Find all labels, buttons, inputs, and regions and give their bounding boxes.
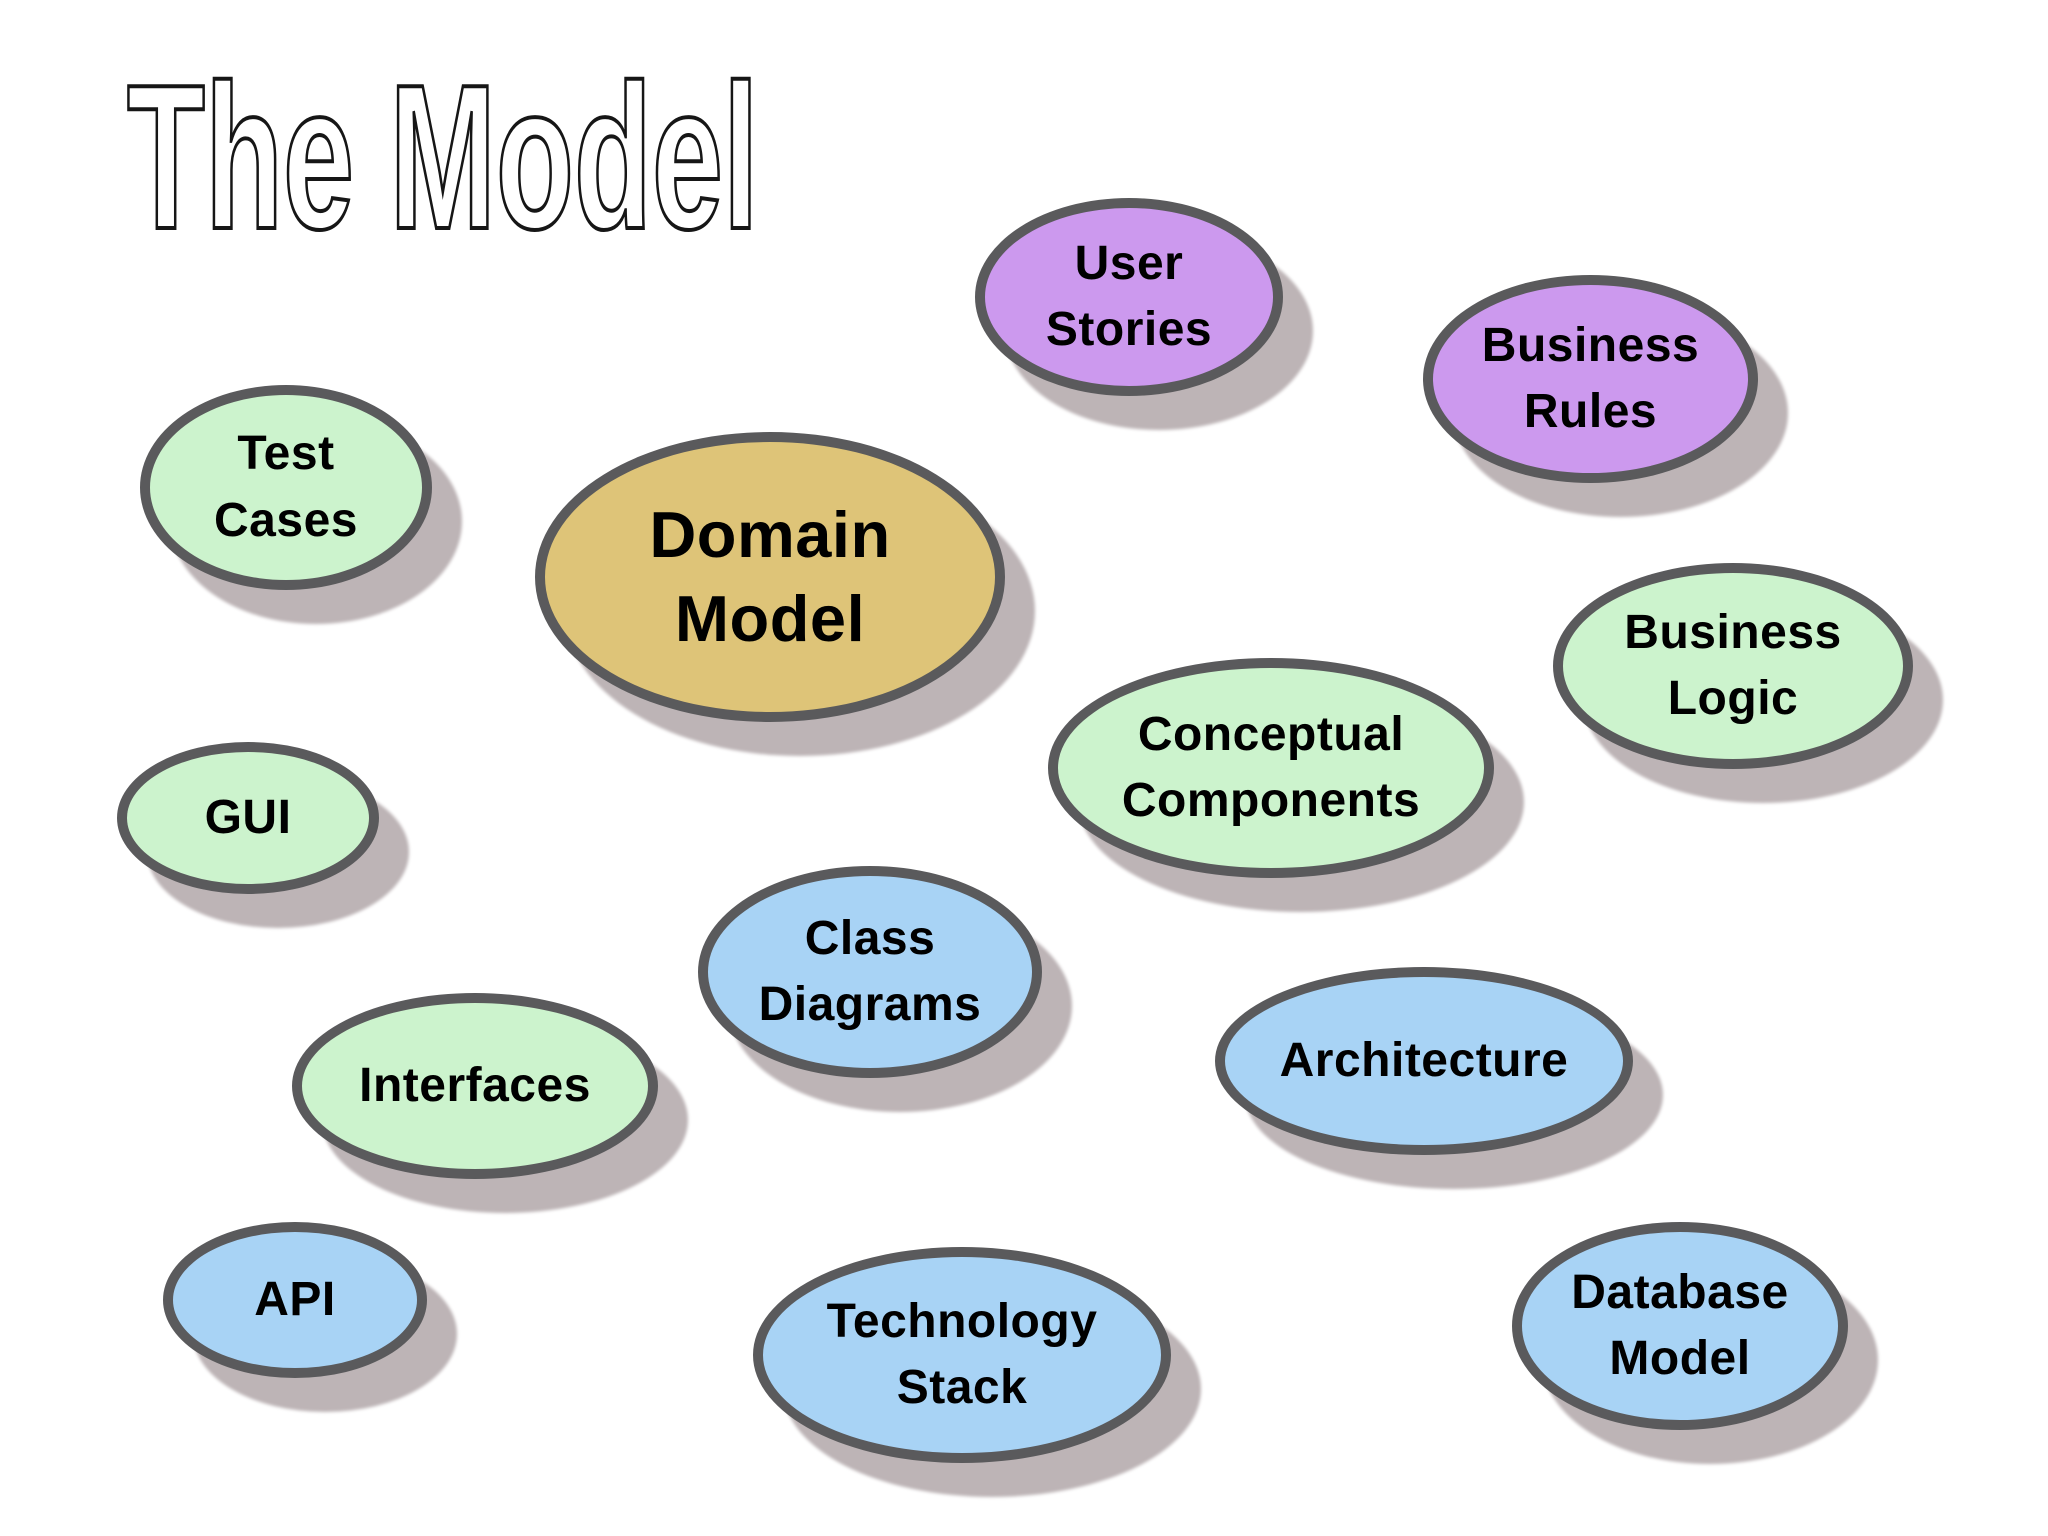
bubble-conceptual-components: Conceptual Components <box>1048 658 1494 878</box>
bubble-test-cases: Test Cases <box>140 385 432 590</box>
bubble-interfaces: Interfaces <box>292 993 658 1179</box>
bubble-class-diagrams-label: Class Diagrams <box>758 911 982 1031</box>
bubble-technology-stack: Technology Stack <box>753 1247 1171 1463</box>
bubble-business-logic: Business Logic <box>1553 563 1913 769</box>
bubble-database-model-label: Database Model <box>1571 1265 1789 1385</box>
bubble-domain-model-label: Domain Model <box>649 497 891 656</box>
bubble-business-logic-label: Business Logic <box>1624 605 1842 725</box>
bubble-user-stories-label: User Stories <box>1045 236 1213 356</box>
bubble-database-model: Database Model <box>1512 1222 1848 1430</box>
bubble-business-rules: Business Rules <box>1423 275 1758 483</box>
bubble-api: API <box>163 1222 427 1378</box>
bubble-conceptual-components-label: Conceptual Components <box>1121 707 1421 827</box>
bubble-interfaces-label: Interfaces <box>359 1058 591 1112</box>
bubble-technology-stack-label: Technology Stack <box>826 1294 1098 1414</box>
bubble-business-rules-label: Business Rules <box>1481 318 1700 438</box>
bubble-domain-model: Domain Model <box>535 432 1005 722</box>
bubble-gui-label: GUI <box>204 790 292 844</box>
bubble-gui: GUI <box>117 742 379 894</box>
bubble-class-diagrams: Class Diagrams <box>698 866 1042 1078</box>
bubble-api-label: API <box>254 1272 336 1326</box>
bubble-test-cases-label: Test Cases <box>214 427 358 547</box>
page-title: The Model <box>126 42 760 272</box>
bubble-architecture: Architecture <box>1215 967 1633 1155</box>
bubble-user-stories: User Stories <box>975 198 1283 396</box>
bubble-architecture-label: Architecture <box>1279 1033 1569 1087</box>
